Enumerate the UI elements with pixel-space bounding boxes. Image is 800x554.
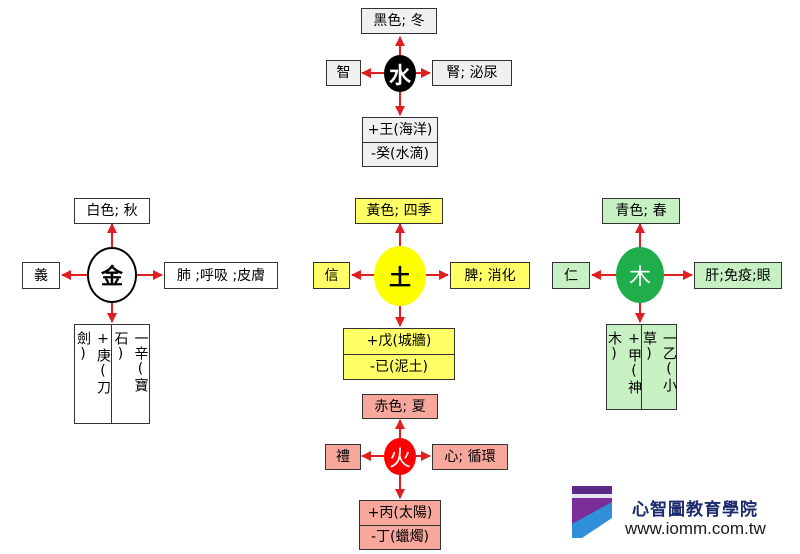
wood-stem-yin: 一乙(小草) <box>641 331 677 393</box>
earth-stem-yin: -已(泥土) <box>370 358 428 375</box>
earth-right-box: 脾; 消化 <box>450 262 530 289</box>
earth-top-box: 黃色; 四季 <box>355 198 443 224</box>
earth-left-box: 信 <box>313 262 350 289</box>
metal-top-box: 白色; 秋 <box>74 198 150 224</box>
water-stem-yin: -癸(水滴) <box>371 146 429 163</box>
metal-bottom-right-cell: 一辛(寶石) <box>111 324 150 424</box>
fire-top-box: 赤色; 夏 <box>362 394 438 419</box>
water-right-box: 腎; 泌尿 <box>432 60 512 86</box>
fire-right-box: 心; 循環 <box>432 444 508 470</box>
water-top-box: 黑色; 冬 <box>361 8 437 34</box>
wood-top-box: 青色; 春 <box>602 198 680 224</box>
logo-name: 心智圖教育學院 <box>632 500 758 520</box>
earth-stem-yang: +戊(城牆) <box>344 329 454 355</box>
metal-right-box: 肺 ;呼吸 ;皮膚 <box>164 262 278 289</box>
wood-right-box: 肝;免疫;眼 <box>694 262 782 289</box>
water-symbol: 水 <box>384 55 416 92</box>
fire-left-box: 禮 <box>325 444 361 470</box>
earth-symbol: 土 <box>374 246 426 306</box>
metal-stem-yang: +庚(刀劍) <box>75 331 111 395</box>
fire-stem-yang: +丙(太陽) <box>360 501 440 526</box>
wood-left-box: 仁 <box>552 262 590 289</box>
logo-emblem <box>572 486 612 538</box>
wood-stem-yang: +甲(神木) <box>606 331 642 395</box>
metal-bottom-left-cell: +庚(刀劍) <box>74 324 112 424</box>
metal-stem-yin: 一辛(寶石) <box>112 331 149 393</box>
water-stem-yang: +王(海洋) <box>363 118 437 143</box>
earth-bottom-box: +戊(城牆) -已(泥土) <box>343 328 455 380</box>
wood-symbol: 木 <box>616 247 664 303</box>
fire-bottom-box: +丙(太陽) -丁(蠟燭) <box>359 500 441 550</box>
wood-bottom-left-cell: +甲(神木) <box>606 324 642 410</box>
metal-symbol: 金 <box>87 247 137 303</box>
wood-bottom-right-cell: 一乙(小草) <box>641 324 677 410</box>
fire-stem-yin: -丁(蠟燭) <box>371 529 429 546</box>
logo-url: www.iomm.com.tw <box>625 519 766 538</box>
fire-symbol: 火 <box>384 438 416 475</box>
metal-left-box: 義 <box>22 262 60 289</box>
water-left-box: 智 <box>326 60 361 86</box>
water-bottom-box: +王(海洋) -癸(水滴) <box>362 117 438 167</box>
